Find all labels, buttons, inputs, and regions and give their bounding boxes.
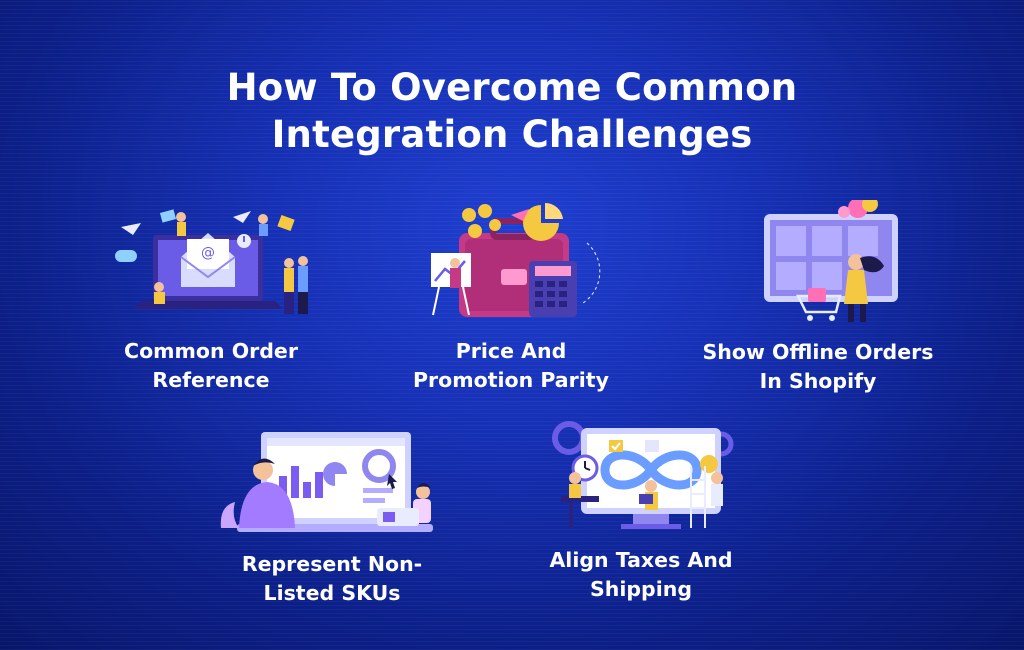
card-label: Common Order Reference <box>100 337 322 395</box>
workflow-monitor-illustration-icon <box>552 421 734 529</box>
card-label-line-2: Promotion Parity <box>413 368 609 392</box>
email-laptop-illustration-icon: @ <box>115 209 308 314</box>
svg-text:@: @ <box>201 245 215 261</box>
card-represent-non-listed-skus: Represent Non- Listed SKUs <box>212 430 452 608</box>
card-label: Price And Promotion Parity <box>400 337 622 395</box>
card-label: Represent Non- Listed SKUs <box>212 550 452 608</box>
card-label-line-2: In Shopify <box>759 369 877 393</box>
card-price-and-promotion-parity: Price And Promotion Parity <box>400 203 622 395</box>
card-label-line-2: Listed SKUs <box>263 581 401 605</box>
card-label-line-2: Reference <box>152 368 270 392</box>
card-label-line-1: Show Offline Orders <box>702 340 934 364</box>
card-label-line-2: Shipping <box>589 577 693 601</box>
card-show-offline-orders: Show Offline Orders In Shopify <box>700 200 936 396</box>
card-label: Align Taxes And Shipping <box>530 546 752 604</box>
title-line-2: Integration Challenges <box>271 113 753 156</box>
card-label-line-1: Price And <box>455 339 567 363</box>
card-label-line-1: Common Order <box>124 339 298 363</box>
shopping-monitor-illustration-icon <box>764 200 898 322</box>
card-label-line-1: Align Taxes And <box>549 548 733 572</box>
card-label-line-1: Represent Non- <box>241 552 423 576</box>
analytics-laptop-illustration-icon <box>220 432 433 532</box>
card-label: Show Offline Orders In Shopify <box>700 338 936 396</box>
card-align-taxes-and-shipping: Align Taxes And Shipping <box>530 420 752 604</box>
page-title: How To Overcome Common Integration Chall… <box>0 64 1024 158</box>
price-calculator-illustration-icon <box>431 203 601 317</box>
card-common-order-reference: @ Common Order Reference <box>100 205 322 395</box>
title-line-1: How To Overcome Common <box>226 66 798 109</box>
